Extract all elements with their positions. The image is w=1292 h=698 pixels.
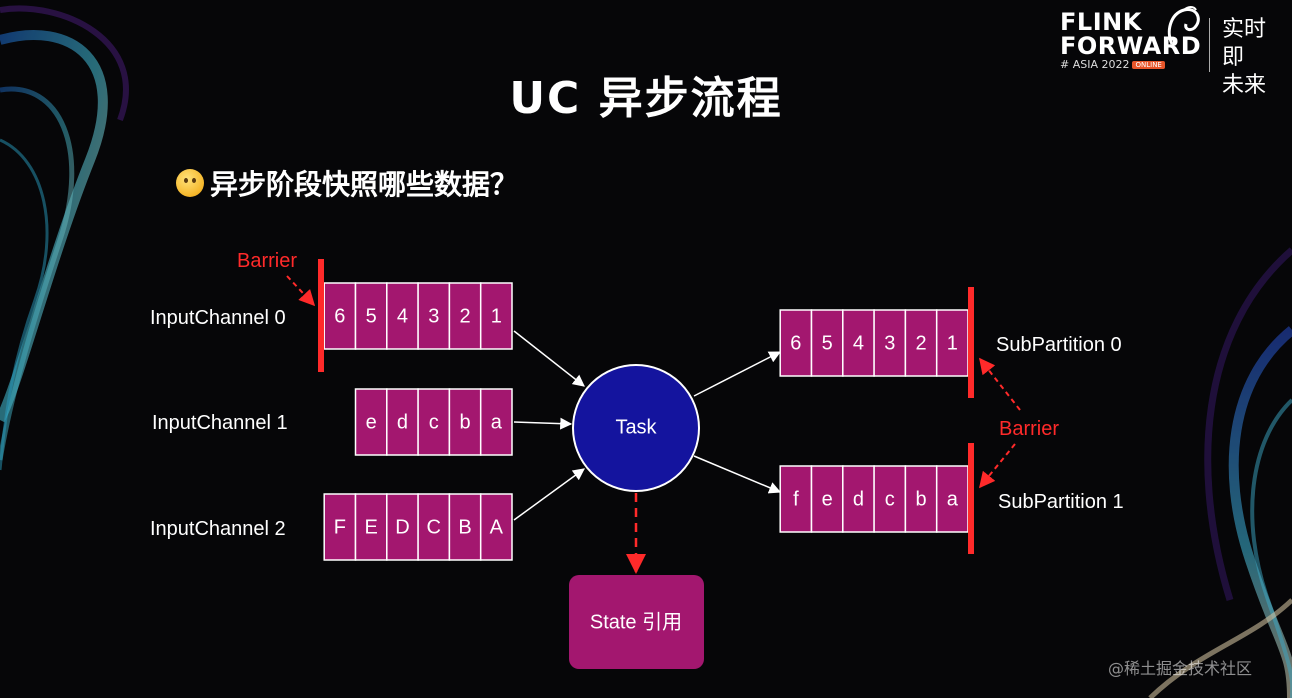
input-barrier-arrow <box>286 275 316 307</box>
input-channel-0-cell <box>354 282 388 350</box>
arrow-channel0-to-task <box>513 330 585 387</box>
input-channel-2-cell <box>417 493 451 561</box>
subpartition-0-cell-label: 2 <box>915 332 926 354</box>
task-label: Task <box>615 416 657 438</box>
arrow-channel2-to-task <box>513 468 585 521</box>
input-channel-2-cell-label: B <box>458 516 471 538</box>
squirrel-icon <box>1167 6 1200 45</box>
logo-badge: ONLINE <box>1132 61 1165 69</box>
question-text: 异步阶段快照哪些数据？ <box>210 168 519 201</box>
input-channel-0-label: InputChannel 0 <box>150 307 286 329</box>
input-channel-0-cell <box>417 282 451 350</box>
slide-question: 异步阶段快照哪些数据？ <box>176 163 518 203</box>
subpartition-1-cell <box>873 465 907 533</box>
input-channel-1-cell-label: a <box>491 411 503 433</box>
input-barrier-label: Barrier <box>237 250 297 272</box>
input-channel-2-cell-label: D <box>395 516 409 538</box>
slide-title: UC 异步流程 <box>509 73 783 124</box>
input-channel-1-cell-label: c <box>429 411 439 433</box>
subpartition-1-cell-label: c <box>885 488 895 510</box>
input-channel-1-label: InputChannel 1 <box>152 412 288 434</box>
logo-event: # ASIA 2022 <box>1060 58 1130 71</box>
subpartition-1-cell <box>842 465 875 533</box>
output-barrier-arrow-down <box>978 443 1016 489</box>
input-channel-1-cell-label: e <box>366 411 377 433</box>
subpartition-0-cell-label: 3 <box>884 332 895 354</box>
output-barrier-arrow-up <box>979 357 1021 411</box>
subpartition-0-cell <box>779 309 813 377</box>
subpartition-0-cell-label: 6 <box>790 332 801 354</box>
state-label: State 引用 <box>590 610 682 633</box>
input-barrier-bar <box>318 259 324 372</box>
input-channel-2-cell <box>386 493 419 561</box>
subpartition-1-cell <box>810 465 844 533</box>
input-channel-0-cell <box>386 282 419 350</box>
subpartition-0-cell-label: 5 <box>822 332 833 354</box>
input-channel-2-cell <box>323 493 357 561</box>
logo-slogan-line1: 实时即 <box>1222 17 1267 70</box>
input-channel-0-cell-label: 4 <box>397 305 408 327</box>
logo-slogan-line2: 未来 <box>1222 73 1267 98</box>
subpartition-0-barrier-bar <box>968 287 974 398</box>
input-channel-0-cell-label: 5 <box>366 305 377 327</box>
input-channel-2-cell-label: F <box>334 516 346 538</box>
input-channel-1-cell <box>448 388 482 456</box>
subpartition-1-cell <box>935 465 969 533</box>
input-channel-1-cell <box>417 388 451 456</box>
arrow-channel1-to-task <box>513 417 573 430</box>
subpartition-1-cell-label: a <box>947 488 959 510</box>
subpartition-0-cell <box>904 309 938 377</box>
input-channel-2-cell <box>479 493 513 561</box>
input-channel-0-cell <box>479 282 513 350</box>
input-channel-0-cell <box>448 282 482 350</box>
input-channel-2-label: InputChannel 2 <box>150 518 286 540</box>
subpartition-0-cell-label: 1 <box>947 332 958 354</box>
thinking-face-icon <box>176 169 204 197</box>
input-channel-1-cell <box>479 388 513 456</box>
input-channel-0-cell-label: 2 <box>459 305 470 327</box>
arrow-task-to-subpartition1 <box>693 455 782 494</box>
logo-slogan: 实时即 未来 <box>1222 16 1272 100</box>
subpartition-1-cell-label: d <box>853 488 864 510</box>
subpartition-1-cell <box>904 465 938 533</box>
logo-line1: FLINK <box>1060 8 1142 36</box>
watermark: @稀土掘金技术社区 <box>1108 659 1253 678</box>
subpartition-0-label: SubPartition 0 <box>996 334 1122 356</box>
subpartition-1-label: SubPartition 1 <box>998 491 1124 513</box>
input-channel-2-cell <box>354 493 388 561</box>
subpartition-1-cell-label: b <box>915 488 926 510</box>
input-channel-1-cell-label: d <box>397 411 408 433</box>
subpartition-0-cell-label: 4 <box>853 332 864 354</box>
state-node <box>569 575 704 669</box>
input-channel-0-cell-label: 3 <box>428 305 439 327</box>
input-channel-2-cell-label: E <box>364 516 377 538</box>
subpartition-0-cell <box>810 309 844 377</box>
output-barrier-label: Barrier <box>999 418 1059 440</box>
input-channel-0-cell-label: 1 <box>491 305 502 327</box>
input-channel-0-cell <box>323 282 357 350</box>
logo-divider <box>1209 18 1210 72</box>
subpartition-1-cell-label: f <box>793 488 799 510</box>
subpartition-0-cell <box>842 309 875 377</box>
logo-line2: FORWARD <box>1060 32 1202 60</box>
arrow-task-to-subpartition0 <box>693 351 782 397</box>
input-channel-1-cell-label: b <box>459 411 470 433</box>
subpartition-1-cell-label: e <box>822 488 833 510</box>
input-channel-2-cell-label: A <box>490 516 504 538</box>
task-node <box>572 364 700 492</box>
input-channel-1-cell <box>386 388 419 456</box>
input-channel-0-cell-label: 6 <box>334 305 345 327</box>
input-channel-2-cell-label: C <box>427 516 441 538</box>
subpartition-1-barrier-bar <box>968 443 974 554</box>
